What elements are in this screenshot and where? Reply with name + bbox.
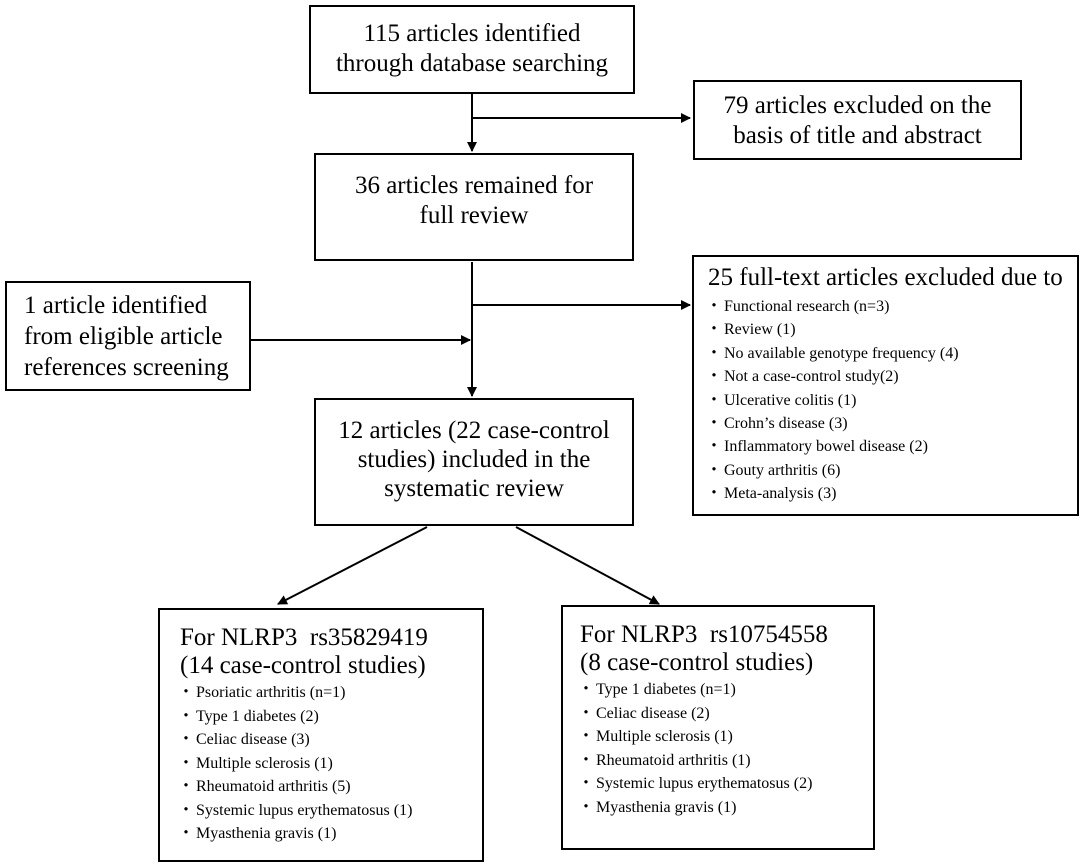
excluded-reason-item: Ulcerative colitis (1) — [706, 389, 1077, 413]
rs10754558-box: For NLRP3 rs10754558 (8 case-control stu… — [561, 605, 875, 850]
full-review-line-1: 36 articles remained for — [354, 172, 594, 199]
rs10754558-disease-item: Celiac disease (2) — [578, 702, 873, 726]
included-line-1: 12 articles (22 case-control — [338, 417, 610, 444]
identified-box: 115 articles identified through database… — [309, 5, 635, 94]
rs10754558-disease-list: Type 1 diabetes (n=1) Celiac disease (2)… — [578, 678, 873, 820]
rs35829419-disease-item: Psoriatic arthritis (n=1) — [178, 681, 482, 705]
rs35829419-disease-list: Psoriatic arthritis (n=1) Type 1 diabete… — [178, 681, 482, 846]
rs10754558-disease-item: Multiple sclerosis (1) — [578, 725, 873, 749]
excluded-reason-item: Functional research (n=3) — [706, 295, 1077, 319]
excluded-reason-item: Inflammatory bowel disease (2) — [706, 435, 1077, 459]
included-line-3: systematic review — [384, 475, 564, 502]
rs35829419-disease-item: Myasthenia gravis (1) — [178, 822, 482, 846]
excluded-fulltext-header: 25 full-text articles excluded due to — [708, 264, 1063, 291]
rs10754558-subtitle: (8 case-control studies) — [580, 649, 814, 676]
excluded-reason-item: Review (1) — [706, 318, 1077, 342]
rs10754558-disease-item: Systemic lupus erythematosus (2) — [578, 772, 873, 796]
rs35829419-subtitle: (14 case-control studies) — [180, 652, 426, 679]
rs10754558-title: For NLRP3 rs10754558 — [580, 621, 828, 648]
rs10754558-disease-item: Type 1 diabetes (n=1) — [578, 678, 873, 702]
references-line-2: from eligible article — [24, 323, 223, 350]
excluded-fulltext-box: 25 full-text articles excluded due to Fu… — [692, 255, 1079, 516]
identified-line-1: 115 articles identified — [363, 20, 581, 47]
excluded-title-line-2: basis of title and abstract — [733, 122, 982, 149]
rs35829419-disease-item: Rheumatoid arthritis (5) — [178, 775, 482, 799]
references-box: 1 article identified from eligible artic… — [5, 281, 251, 391]
excluded-reason-item: Not a case-control study(2) — [706, 365, 1077, 389]
excluded-reason-item: No available genotype frequency (4) — [706, 342, 1077, 366]
rs10754558-disease-item: Rheumatoid arthritis (1) — [578, 749, 873, 773]
rs35829419-disease-item: Celiac disease (3) — [178, 728, 482, 752]
excluded-reason-item: Gouty arthritis (6) — [706, 459, 1077, 483]
references-line-1: 1 article identified — [24, 292, 208, 319]
arrow-included-to-rs35829419 — [277, 526, 428, 605]
excluded-title-box: 79 articles excluded on the basis of tit… — [693, 80, 1022, 160]
rs35829419-box: For NLRP3 rs35829419 (14 case-control st… — [158, 608, 484, 862]
excluded-reason-item: Crohn’s disease (3) — [706, 412, 1077, 436]
rs35829419-disease-item: Systemic lupus erythematosus (1) — [178, 799, 482, 823]
included-line-2: studies) included in the — [357, 446, 591, 473]
excluded-title-line-1: 79 articles excluded on the — [723, 92, 992, 119]
arrow-included-to-rs10754558 — [515, 526, 660, 605]
included-box: 12 articles (22 case-control studies) in… — [314, 398, 634, 526]
excluded-reasons-list: Functional research (n=3) Review (1) No … — [706, 295, 1077, 506]
full-review-box: 36 articles remained for full review — [314, 153, 634, 261]
rs35829419-disease-item: Multiple sclerosis (1) — [178, 752, 482, 776]
rs35829419-disease-item: Type 1 diabetes (2) — [178, 705, 482, 729]
rs35829419-title: For NLRP3 rs35829419 — [180, 624, 428, 651]
references-line-3: references screening — [24, 354, 229, 381]
rs10754558-disease-item: Myasthenia gravis (1) — [578, 796, 873, 820]
identified-line-2: through database searching — [335, 50, 609, 77]
excluded-reason-item: Meta-analysis (3) — [706, 482, 1077, 506]
full-review-line-2: full review — [419, 202, 529, 229]
